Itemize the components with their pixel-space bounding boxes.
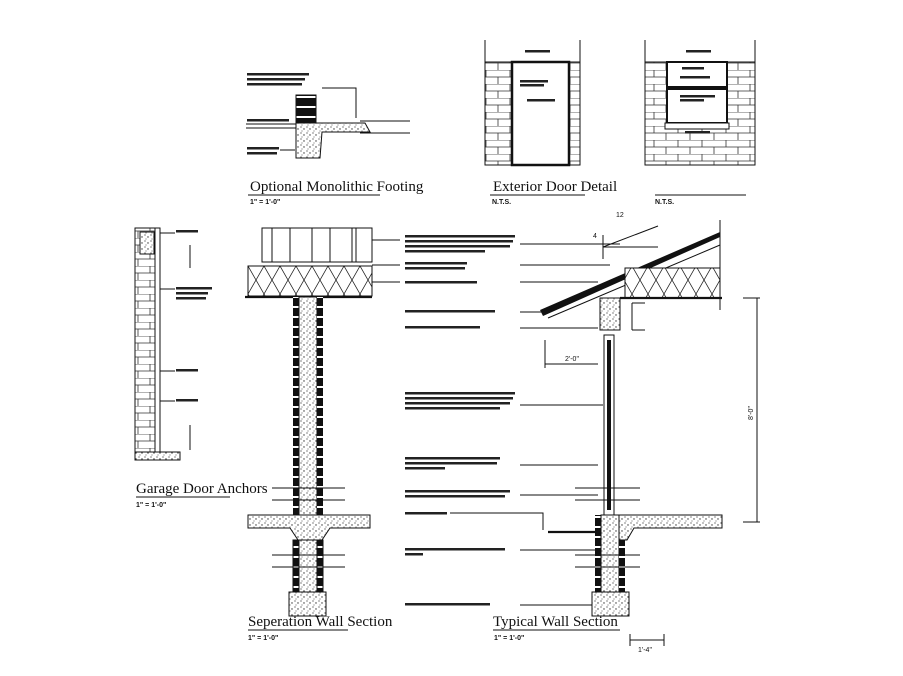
garage-door-anchor-section	[134, 227, 212, 461]
garage-door-anchors-title: Garage Door Anchors	[136, 481, 268, 497]
roof-slope-rise: 4	[593, 233, 597, 240]
window-detail-scale: N.T.S.	[655, 199, 674, 206]
exterior-door-scale: N.T.S.	[492, 199, 511, 206]
roof-slope-run: 12	[616, 212, 624, 219]
monolithic-footing-title: Optional Monolithic Footing	[250, 179, 424, 195]
wall-height-dimension: 8'-0"	[748, 406, 755, 420]
window-elevation	[644, 40, 756, 166]
wall-height-dimension-line	[743, 297, 760, 523]
monolithic-footing-detail	[246, 73, 410, 159]
roof-slope-indicator	[602, 225, 659, 248]
typical-wall-title: Typical Wall Section	[493, 614, 618, 630]
leader-lines	[355, 228, 620, 606]
separation-wall-scale: 1" = 1'-0"	[248, 635, 278, 642]
typical-wall-scale: 1" = 1'-0"	[494, 635, 524, 642]
typical-wall-section	[540, 220, 760, 646]
separation-wall-section	[245, 227, 373, 617]
exterior-door-elevation	[484, 40, 581, 167]
exterior-door-title: Exterior Door Detail	[493, 179, 617, 195]
footing-width-dimension: 1'-4"	[638, 647, 652, 654]
monolithic-footing-scale: 1" = 1'-0"	[250, 199, 280, 206]
footing-dimension-line	[629, 634, 665, 646]
garage-door-anchors-scale: 1" = 1'-0"	[136, 502, 166, 509]
separation-wall-title: Seperation Wall Section	[248, 614, 393, 630]
overhang-dimension-line	[544, 340, 598, 368]
overhang-dimension: 2'-0"	[565, 356, 579, 363]
section-notes	[405, 235, 515, 606]
